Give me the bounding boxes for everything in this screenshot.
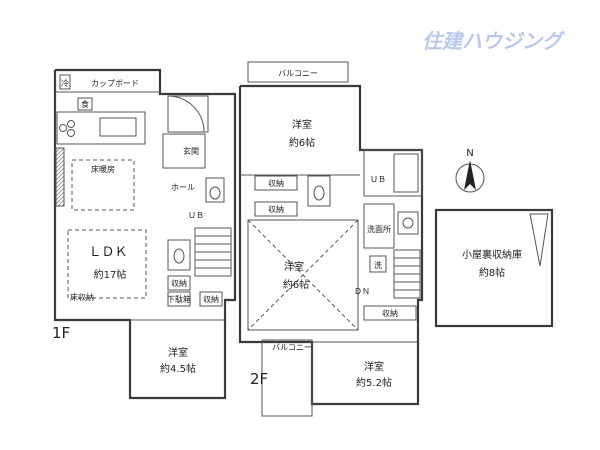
toilet-bowl-2f — [313, 185, 325, 201]
storage-2f-2 — [254, 201, 298, 217]
dn-label: ＤＮ — [354, 287, 370, 296]
compass-north-label: N — [466, 148, 473, 159]
fridge-label: 冷 — [61, 78, 69, 88]
balcony-top-label: バルコニー — [278, 69, 318, 78]
balcony-top — [247, 61, 349, 83]
fridge-box — [59, 74, 71, 90]
toilet-room-1f — [167, 239, 191, 271]
ub-label-2f: ＵＢ — [370, 175, 386, 184]
bathtub-2f — [393, 153, 419, 193]
room-1f-size: 約4.5帖 — [160, 362, 196, 375]
attic-storage: 小屋裏収納庫 約8帖 — [434, 208, 554, 328]
stove-burner-2 — [67, 120, 75, 128]
storage-2f-3 — [363, 305, 417, 321]
attic-outline — [434, 208, 554, 328]
cupboard-label: カップボード — [91, 79, 139, 88]
floor-2f-label: 2F — [250, 370, 268, 388]
storage-2f-1 — [254, 175, 298, 191]
storage-label-2f-1: 収納 — [268, 178, 284, 188]
north-compass: N — [455, 148, 485, 193]
floor-heating-zone-1 — [71, 159, 135, 211]
attic-ladder — [529, 213, 549, 267]
storage-label-1f-1: 収納 — [171, 278, 187, 288]
washroom-2f — [363, 203, 395, 249]
storage-label-1f-2: 収納 — [203, 294, 219, 304]
entrance-door-area — [167, 95, 209, 133]
bath-2f — [363, 149, 423, 197]
first-floor: 冷 カップボード 食 床暖房 ＬＤＫ 約17帖 床収納 玄関 ホール ＵＢ — [52, 68, 237, 400]
entrance-area — [162, 133, 206, 169]
room1-size: 約6帖 — [289, 136, 315, 149]
shoe-storage — [167, 291, 191, 307]
floor-heating-label: 床暖房 — [91, 164, 115, 174]
attic-name: 小屋裏収納庫 — [462, 248, 522, 261]
dishwasher-box — [77, 97, 93, 111]
ldk-size: 約17帖 — [94, 268, 127, 281]
f2-outer-wall — [238, 84, 424, 406]
room3-name: 洋室 — [364, 360, 384, 373]
second-floor: バルコニー 洋室 約6帖 収納 収納 洋室 約6帖 ＵＢ 洗面所 洗 — [238, 61, 424, 417]
kitchen-sink — [99, 117, 137, 137]
washroom-label: 洗面所 — [367, 224, 391, 234]
room2-name: 洋室 — [284, 260, 304, 273]
room1-name: 洋室 — [292, 118, 312, 131]
storage-label-2f-3: 収納 — [382, 308, 398, 318]
room2-outline — [247, 219, 359, 331]
washing-machine — [369, 255, 387, 273]
balcony-bottom — [261, 339, 313, 417]
storage-label-2f-2: 収納 — [268, 204, 284, 214]
toilet-room-2f — [307, 175, 331, 207]
washroom-sink — [397, 211, 419, 235]
storage-1f-1 — [167, 275, 191, 291]
company-logo: 住建ハウジング — [422, 29, 566, 53]
entrance-door-swing — [167, 95, 205, 133]
stove-burner-3 — [67, 129, 75, 137]
ub-label-1f: ＵＢ — [188, 211, 204, 220]
room-1f-name: 洋室 — [168, 346, 188, 359]
ldk-name: ＬＤＫ — [88, 245, 127, 260]
storage-1f-2 — [199, 291, 223, 307]
partition-wall — [55, 147, 65, 207]
dishwasher-label: 食 — [81, 99, 89, 109]
room2-size: 約6帖 — [283, 278, 309, 291]
room2-diagonal-2 — [247, 219, 359, 331]
balcony-bottom-label: バルコニー — [272, 343, 312, 352]
shoe-storage-label: 下駄箱 — [167, 294, 191, 304]
wash-label: 洗 — [374, 260, 382, 270]
floor-storage-label: 床収納 — [70, 292, 94, 302]
compass-arrow-icon — [464, 160, 476, 190]
hall-label: ホール — [171, 183, 195, 192]
entrance-label: 玄関 — [183, 146, 199, 156]
floor-heating-zone-2 — [67, 229, 147, 299]
room3-size: 約5.2帖 — [356, 376, 392, 389]
toilet-bowl-1f-2 — [173, 248, 185, 264]
attic-size: 約8帖 — [479, 266, 505, 279]
stove-burner-1 — [59, 124, 67, 132]
toilet-1f — [205, 177, 225, 203]
toilet-bowl-1f — [209, 186, 221, 200]
floor-1f-label: 1F — [52, 324, 70, 342]
